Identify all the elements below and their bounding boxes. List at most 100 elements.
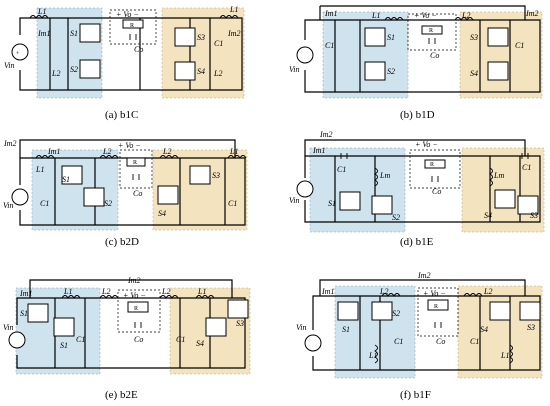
panel-f-switch-s4-icon bbox=[489, 301, 511, 321]
panel-c-label-15: C1 bbox=[228, 199, 237, 208]
panel-c-label-13: S4 bbox=[158, 209, 166, 218]
panel-d-label-4: Lm bbox=[379, 171, 390, 180]
panel-f-label-5: S2 bbox=[392, 309, 400, 318]
panel-b-switch-s4-icon bbox=[487, 61, 509, 81]
panel-d-label-2: Vin bbox=[289, 196, 300, 205]
panel-d-load-outline bbox=[409, 149, 461, 189]
panel-f-resistor-icon bbox=[427, 299, 449, 311]
panel-b-label-3: C1 bbox=[325, 41, 334, 50]
panel-e-label-11: L2 bbox=[161, 287, 170, 296]
panel-d-capacitor-icon-3 bbox=[431, 176, 439, 182]
panel-f-label-6: C1 bbox=[394, 337, 403, 346]
panel-d-label-12: S4 bbox=[484, 211, 492, 220]
panel-f-label-9: R bbox=[434, 304, 438, 310]
panel-d-input-cell-shading bbox=[309, 147, 406, 233]
panel-d-caption: (d) b1E bbox=[400, 236, 434, 248]
panel-d-capacitor-icon-2 bbox=[521, 153, 529, 159]
panel-f-label-3: S1 bbox=[342, 325, 350, 334]
panel-f-load-outline bbox=[417, 287, 459, 337]
svg-text:+: + bbox=[16, 51, 20, 57]
panel-d-label-5: S1 bbox=[328, 199, 336, 208]
panel-f-voltage-source-icon bbox=[304, 334, 322, 352]
panel-e-switch-s4-icon bbox=[205, 317, 227, 337]
panel-a-label-6: + Vo − bbox=[116, 10, 139, 19]
panel-a-resistor-icon bbox=[122, 19, 144, 29]
panel-c-label-10: Co bbox=[133, 189, 142, 198]
panel-b-inductor-icon bbox=[384, 17, 404, 21]
panel-b: Vin Im1 L1 C1 S1 S2 + Vo − R Co L2 Im2 C… bbox=[289, 5, 543, 121]
panel-e-label-0: Im2 bbox=[127, 276, 140, 285]
panel-e-label-4: S1 bbox=[20, 309, 28, 318]
panel-b-caption: (b) b1D bbox=[400, 109, 435, 121]
panel-a-label-11: C1 bbox=[214, 39, 223, 48]
panel-d-switch-s4-icon bbox=[494, 189, 516, 209]
panel-f-label-4: L2 bbox=[379, 287, 388, 296]
panel-e-switch-s1b-icon bbox=[53, 317, 75, 337]
panel-f-label-2: Im1 bbox=[321, 287, 334, 296]
panel-c-label-9: R bbox=[133, 160, 137, 166]
panel-d-label-9: Co bbox=[432, 187, 441, 196]
panel-b-input-cell-shading bbox=[322, 11, 409, 99]
panel-e-label-3: L1 bbox=[63, 287, 72, 296]
panel-a-output-cell-shading bbox=[161, 7, 245, 99]
panel-b-switch-s3-icon bbox=[487, 27, 509, 47]
panel-c-inductor-icon bbox=[35, 155, 55, 159]
panel-c-main-loop bbox=[19, 157, 246, 226]
panel-f-main-loop bbox=[312, 295, 541, 371]
panel-f-label-10: Co bbox=[436, 337, 445, 346]
panel-b-inductor-icon-2 bbox=[454, 17, 474, 21]
panel-e-resistor-icon bbox=[127, 301, 149, 313]
panel-a-caption: (a) b1C bbox=[105, 109, 138, 121]
panel-a-label-8: Co bbox=[134, 45, 143, 54]
panel-f-label-1: Vin bbox=[296, 323, 307, 332]
panel-b-load-outline bbox=[407, 13, 457, 51]
panel-b-branches bbox=[334, 20, 511, 92]
panel-e-inductor-icon-4 bbox=[195, 295, 215, 299]
panel-c-inductor-icon-3 bbox=[159, 155, 179, 159]
panel-e-voltage-source-icon bbox=[8, 331, 26, 349]
panel-c: Im2 Vin Im1 L1 C1 S1 S2 L2 + Vo − R Co L… bbox=[3, 139, 248, 248]
panel-f-label-12: S4 bbox=[480, 325, 488, 334]
panel-f: Im2 Vin Im1 S1 L2 S2 C1 L1 + Vo − R Co L… bbox=[296, 271, 543, 401]
panel-d-switch-s3-icon bbox=[517, 195, 539, 215]
panel-f-label-15: S3 bbox=[527, 323, 535, 332]
panel-d-resistor-icon bbox=[424, 159, 446, 169]
panel-c-label-11: L2 bbox=[162, 147, 171, 156]
panel-f-capacitor-icon bbox=[434, 322, 442, 328]
panel-b-switch-s2-icon bbox=[364, 61, 386, 81]
panel-a-switch-s4-icon bbox=[174, 61, 196, 81]
panel-f-label-14: L1 bbox=[500, 351, 509, 360]
panel-b-label-12: S3 bbox=[470, 33, 478, 42]
panel-a-label-4: S1 bbox=[70, 29, 78, 38]
panel-f-label-7: L1 bbox=[368, 351, 377, 360]
panel-c-label-7: L2 bbox=[102, 147, 111, 156]
panel-e-caption: (e) b2E bbox=[105, 389, 138, 401]
panel-b-label-11: C1 bbox=[515, 41, 524, 50]
panel-c-label-6: S2 bbox=[104, 199, 112, 208]
panel-c-label-8: + Vo − bbox=[118, 141, 141, 150]
panel-a-label-14: Im2 bbox=[227, 29, 240, 38]
panel-e-label-2: Im1 bbox=[19, 289, 32, 298]
panel-c-inductor-icon-4 bbox=[227, 155, 247, 159]
panel-d-inductor-icon-2 bbox=[489, 167, 493, 187]
panel-b-label-6: + Vo − bbox=[414, 11, 437, 20]
panel-c-load-outline bbox=[119, 149, 153, 189]
panel-c-label-5: S1 bbox=[62, 175, 70, 184]
panel-d-label-7: + Vo − bbox=[415, 140, 438, 149]
panel-a-switch-s1-icon bbox=[79, 23, 101, 43]
panel-e-label-9: R bbox=[134, 306, 138, 312]
panel-f-inductor-icon-4 bbox=[509, 344, 513, 364]
panel-d-label-1: Im1 bbox=[312, 146, 325, 155]
panel-b-label-8: Co bbox=[430, 51, 439, 60]
panel-b-resistor-icon bbox=[421, 25, 443, 35]
panel-c-inductor-icon-2 bbox=[99, 155, 119, 159]
panel-d-capacitor-icon bbox=[340, 153, 348, 159]
panel-e-label-8: + Vo − bbox=[123, 291, 146, 300]
panel-c-label-0: Im2 bbox=[3, 139, 16, 148]
panel-b-label-1: Im1 bbox=[324, 9, 337, 18]
panel-f-output-cell-shading bbox=[457, 285, 543, 379]
panel-c-switch-s1-icon bbox=[61, 165, 83, 185]
panel-a-voltage-source-icon bbox=[11, 43, 29, 61]
panel-f-label-0: Im2 bbox=[417, 271, 430, 280]
panel-e-inductor-icon bbox=[61, 295, 81, 299]
